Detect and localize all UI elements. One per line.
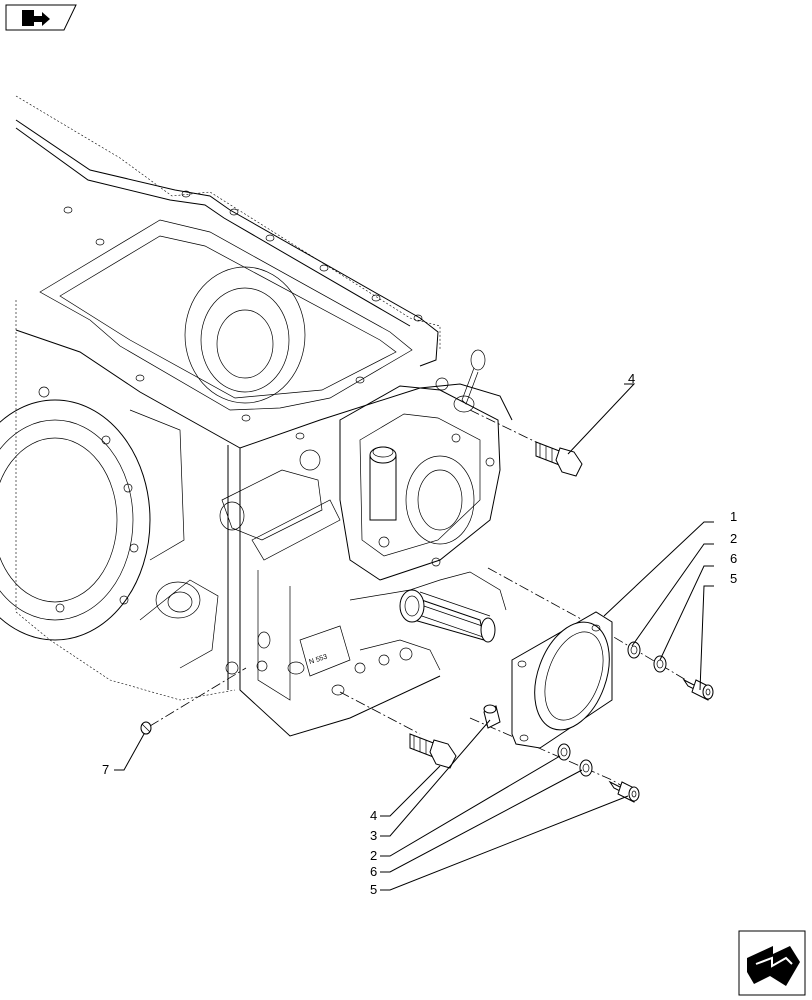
callout-5-bottom: 5 bbox=[370, 882, 377, 897]
callout-4-bottom: 4 bbox=[370, 808, 377, 823]
plate-marking: N 553 bbox=[308, 654, 328, 666]
leader-lines bbox=[114, 383, 714, 891]
book-arrow-icon[interactable] bbox=[5, 4, 77, 31]
callout-3: 3 bbox=[370, 828, 377, 843]
part-6-lockwasher-top bbox=[653, 655, 667, 673]
part-1-pto-cover bbox=[511, 611, 613, 749]
part-5-screw-top bbox=[682, 678, 714, 701]
part-5-screw-bottom bbox=[608, 780, 640, 803]
callout-1: 1 bbox=[730, 509, 737, 524]
transmission-housing: N 553 bbox=[0, 95, 513, 737]
callout-2-bottom: 2 bbox=[370, 848, 377, 863]
part-4-bolt-top bbox=[535, 441, 583, 477]
callout-2-top: 2 bbox=[730, 531, 737, 546]
part-4-bolt-bottom bbox=[409, 733, 457, 769]
callout-7: 7 bbox=[102, 762, 109, 777]
callout-6-top: 6 bbox=[730, 551, 737, 566]
callout-4-top: 4 bbox=[628, 371, 635, 386]
part-2-washer-top bbox=[627, 641, 641, 659]
callout-labels: 4 1 2 6 5 7 4 3 2 6 5 bbox=[102, 371, 737, 897]
flange-bolt-holes bbox=[38, 190, 423, 613]
next-page-icon[interactable] bbox=[738, 930, 806, 996]
part-2-washer-bottom bbox=[557, 743, 571, 761]
callout-5-top: 5 bbox=[730, 571, 737, 586]
part-6-lockwasher-bottom bbox=[579, 759, 593, 777]
part-7-plug bbox=[140, 721, 152, 735]
callout-6-bottom: 6 bbox=[370, 864, 377, 879]
